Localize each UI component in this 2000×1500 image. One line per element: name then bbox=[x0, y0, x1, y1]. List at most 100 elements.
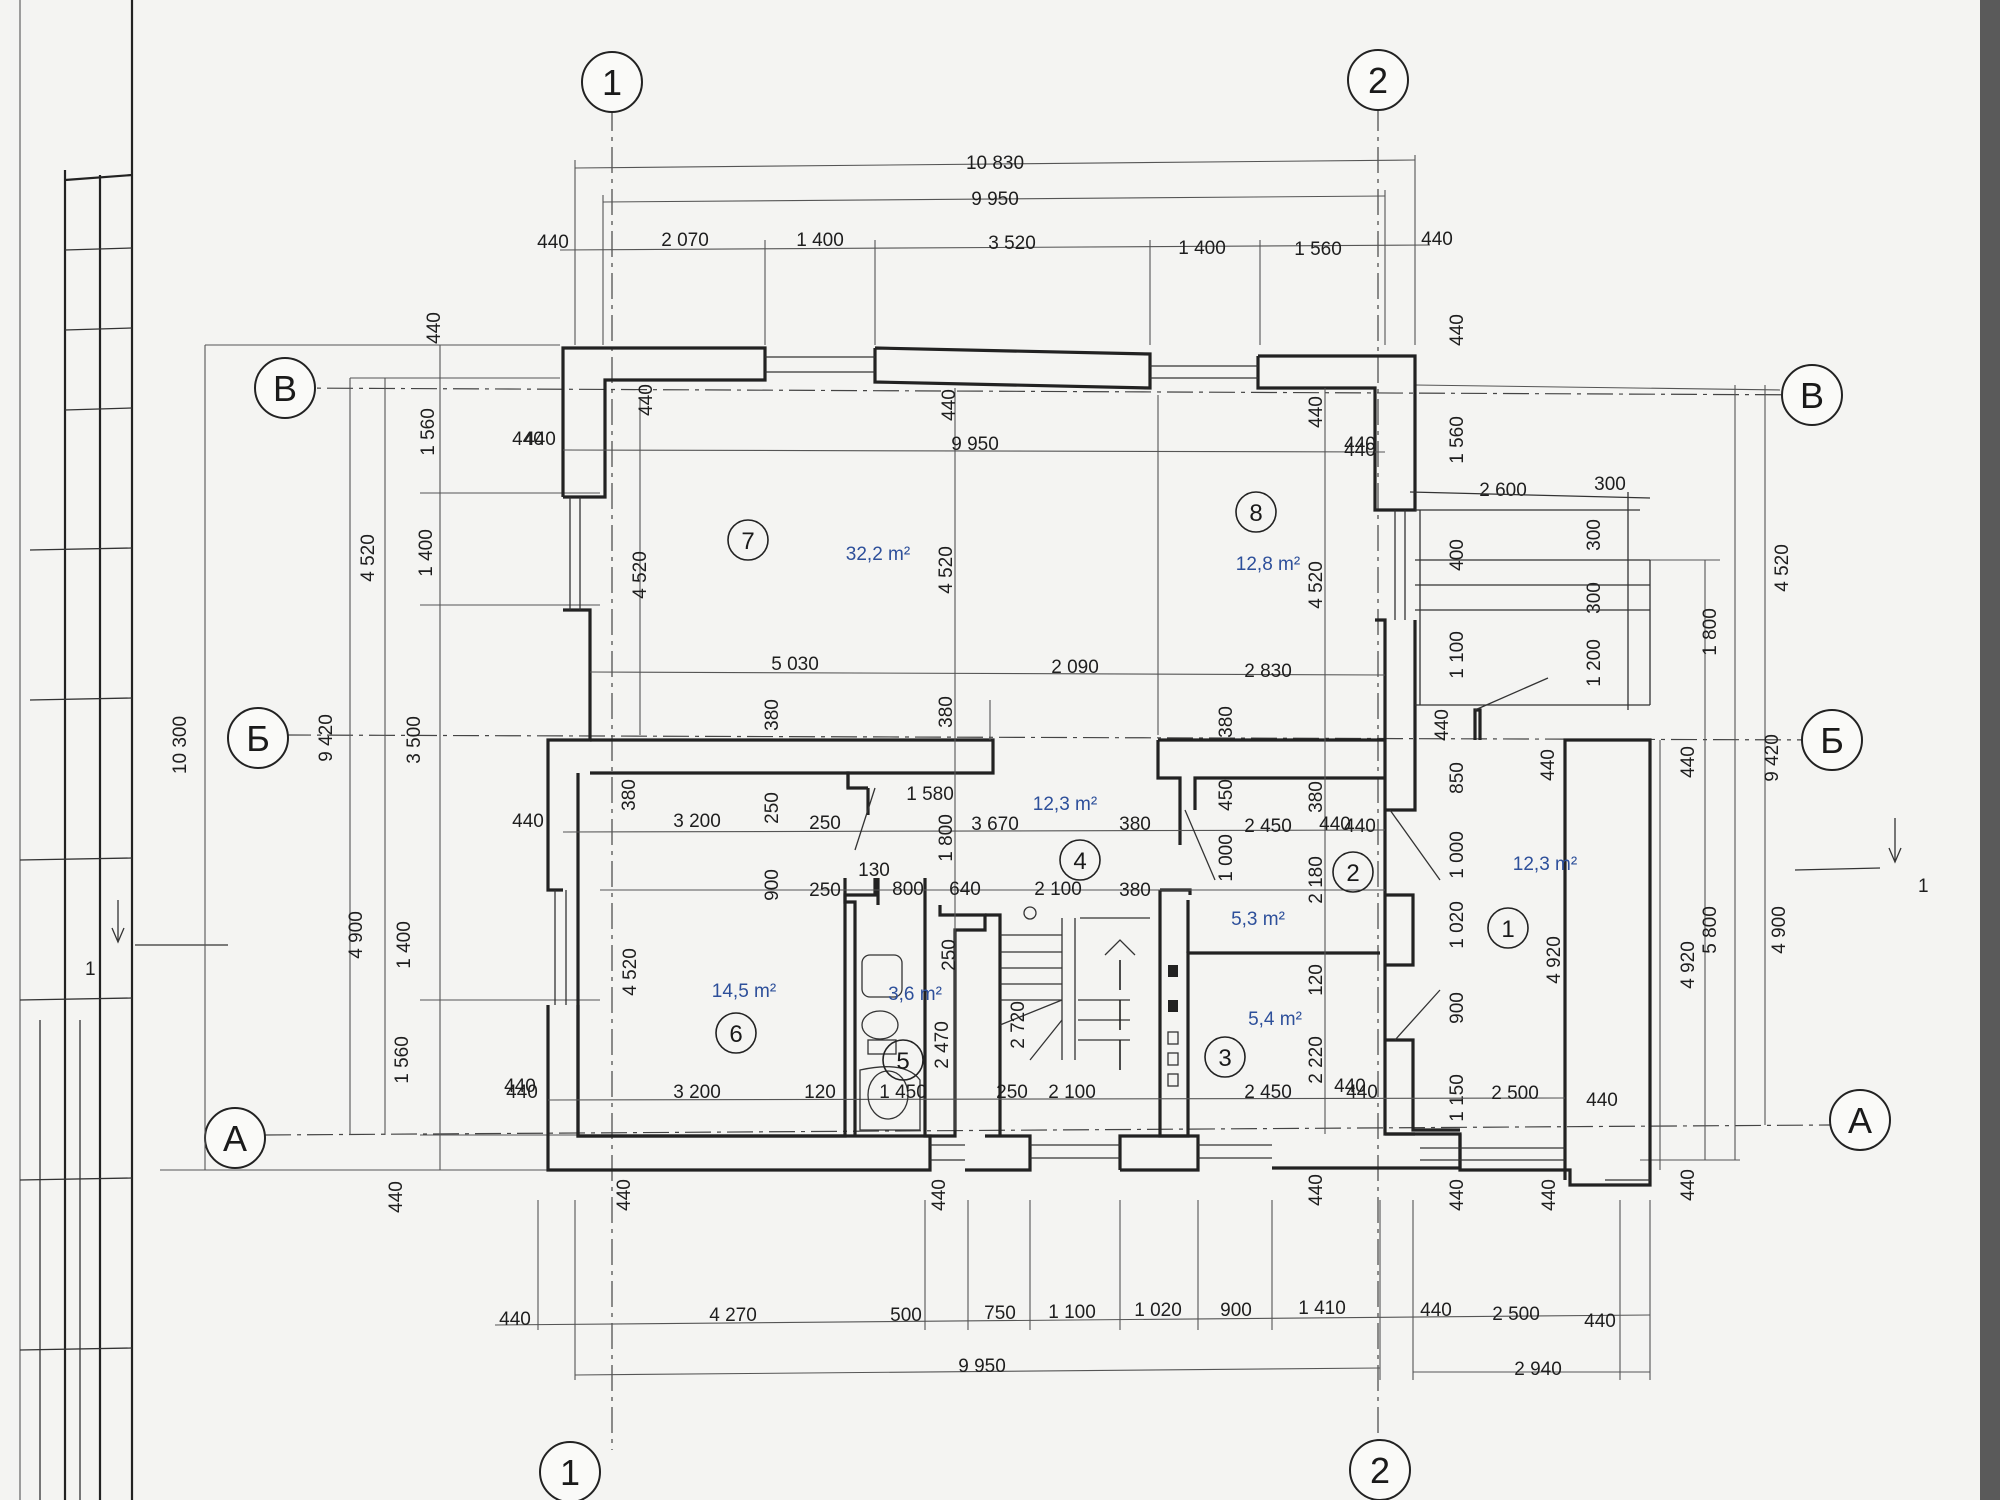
room-label-5: 5 3,6 m² bbox=[882, 984, 942, 1081]
svg-text:440: 440 bbox=[1344, 440, 1376, 461]
svg-text:4 900: 4 900 bbox=[346, 911, 367, 959]
room-label-2: 2 5,3 m² bbox=[1231, 851, 1374, 930]
svg-text:250: 250 bbox=[996, 1082, 1028, 1103]
svg-text:В: В bbox=[273, 368, 297, 409]
section-mark-left: 1 bbox=[85, 900, 228, 980]
svg-text:4 520: 4 520 bbox=[1772, 544, 1793, 592]
svg-text:800: 800 bbox=[892, 879, 924, 900]
svg-text:32,2 m²: 32,2 m² bbox=[846, 544, 910, 565]
interior-dimension-labels: 9 950 440 440 440 440 440 4 520 4 520 4 … bbox=[504, 384, 1618, 1211]
svg-text:440: 440 bbox=[636, 384, 657, 416]
svg-text:А: А bbox=[223, 1118, 247, 1159]
svg-text:8: 8 bbox=[1249, 500, 1262, 527]
svg-text:1: 1 bbox=[1918, 876, 1929, 897]
svg-text:4 520: 4 520 bbox=[936, 546, 957, 594]
svg-text:2 450: 2 450 bbox=[1244, 816, 1292, 837]
svg-text:120: 120 bbox=[1306, 964, 1327, 996]
svg-text:5 800: 5 800 bbox=[1700, 906, 1721, 954]
axis-bubble-B-right: Б bbox=[1801, 709, 1863, 771]
svg-text:450: 450 bbox=[1216, 779, 1237, 811]
room-label-4: 4 12,3 m² bbox=[1033, 794, 1101, 881]
svg-text:2: 2 bbox=[1370, 1450, 1390, 1491]
svg-text:1 560: 1 560 bbox=[392, 1036, 413, 1084]
svg-text:440: 440 bbox=[524, 429, 556, 450]
svg-text:1 560: 1 560 bbox=[1294, 239, 1342, 260]
svg-text:10 830: 10 830 bbox=[966, 153, 1024, 174]
svg-text:440: 440 bbox=[1447, 1179, 1468, 1211]
svg-text:5,4 m²: 5,4 m² bbox=[1248, 1009, 1302, 1030]
svg-text:440: 440 bbox=[1539, 1179, 1560, 1211]
svg-text:1 560: 1 560 bbox=[418, 408, 439, 456]
room-label-6: 6 14,5 m² bbox=[712, 981, 776, 1054]
svg-text:3 200: 3 200 bbox=[673, 1082, 721, 1103]
utility-boxes bbox=[1167, 965, 1179, 1087]
svg-text:4 520: 4 520 bbox=[1306, 561, 1327, 609]
svg-text:2: 2 bbox=[1368, 60, 1388, 101]
section-mark-right: 1 bbox=[1794, 818, 1929, 897]
svg-text:1 800: 1 800 bbox=[1700, 608, 1721, 656]
svg-text:3,6 m²: 3,6 m² bbox=[888, 984, 942, 1005]
svg-text:440: 440 bbox=[1678, 1169, 1699, 1201]
room-label-1: 1 12,3 m² bbox=[1487, 854, 1577, 949]
svg-text:440: 440 bbox=[1319, 814, 1351, 835]
svg-text:4: 4 bbox=[1073, 848, 1086, 875]
svg-text:440: 440 bbox=[939, 389, 960, 421]
svg-text:380: 380 bbox=[1216, 706, 1237, 738]
svg-text:2 830: 2 830 bbox=[1244, 661, 1292, 682]
svg-text:440: 440 bbox=[1306, 1174, 1327, 1206]
title-block bbox=[19, 0, 134, 1500]
svg-text:1: 1 bbox=[602, 62, 622, 103]
axis-bubble-B-left: Б bbox=[227, 707, 289, 769]
room-label-3: 3 5,4 m² bbox=[1204, 1009, 1302, 1078]
svg-text:1: 1 bbox=[85, 959, 96, 980]
sheet-edge bbox=[1980, 0, 2000, 1500]
svg-text:440: 440 bbox=[1538, 749, 1559, 781]
svg-text:1 000: 1 000 bbox=[1216, 834, 1237, 882]
svg-text:14,5 m²: 14,5 m² bbox=[712, 981, 776, 1002]
svg-text:300: 300 bbox=[1584, 519, 1605, 551]
svg-text:1 800: 1 800 bbox=[936, 814, 957, 862]
svg-text:4 520: 4 520 bbox=[630, 551, 651, 599]
svg-text:3 520: 3 520 bbox=[988, 233, 1036, 254]
svg-text:9 420: 9 420 bbox=[316, 714, 337, 762]
axis-line-B bbox=[284, 734, 1831, 741]
svg-text:2 100: 2 100 bbox=[1034, 879, 1082, 900]
svg-text:4 270: 4 270 bbox=[709, 1305, 757, 1326]
svg-text:250: 250 bbox=[809, 813, 841, 834]
axis-line-A bbox=[264, 1124, 1831, 1136]
porch-structure bbox=[1409, 491, 1652, 1187]
svg-text:9 420: 9 420 bbox=[1762, 734, 1783, 782]
svg-text:2 100: 2 100 bbox=[1048, 1082, 1096, 1103]
svg-text:9 950: 9 950 bbox=[971, 189, 1019, 210]
axis-bubble-2-top: 2 bbox=[1347, 49, 1409, 111]
svg-text:2 090: 2 090 bbox=[1051, 657, 1099, 678]
svg-text:380: 380 bbox=[762, 699, 783, 731]
svg-text:750: 750 bbox=[984, 1303, 1016, 1324]
svg-text:440: 440 bbox=[386, 1181, 407, 1213]
svg-text:1 020: 1 020 bbox=[1447, 901, 1468, 949]
svg-text:440: 440 bbox=[1584, 1311, 1616, 1332]
svg-text:640: 640 bbox=[949, 879, 981, 900]
room-label-8: 8 12,8 m² bbox=[1235, 491, 1300, 575]
svg-text:1 400: 1 400 bbox=[1178, 238, 1226, 259]
svg-text:4 900: 4 900 bbox=[1769, 906, 1790, 954]
svg-text:440: 440 bbox=[1447, 314, 1468, 346]
svg-text:3 500: 3 500 bbox=[404, 716, 425, 764]
svg-text:2 220: 2 220 bbox=[1306, 1036, 1327, 1084]
svg-text:Б: Б bbox=[1820, 720, 1844, 761]
svg-text:12,3 m²: 12,3 m² bbox=[1513, 854, 1577, 875]
svg-text:2 070: 2 070 bbox=[661, 230, 709, 251]
svg-text:1 100: 1 100 bbox=[1447, 631, 1468, 679]
svg-text:2 720: 2 720 bbox=[1008, 1001, 1029, 1049]
svg-text:2 470: 2 470 bbox=[932, 1021, 953, 1069]
axis-line-V bbox=[284, 387, 1831, 396]
svg-text:440: 440 bbox=[1421, 229, 1453, 250]
svg-text:440: 440 bbox=[1346, 1082, 1378, 1103]
svg-text:1 100: 1 100 bbox=[1048, 1302, 1096, 1323]
svg-text:380: 380 bbox=[1119, 814, 1151, 835]
svg-text:900: 900 bbox=[762, 869, 783, 901]
axis-bubble-V-right: В bbox=[1781, 364, 1843, 426]
svg-text:1 020: 1 020 bbox=[1134, 1300, 1182, 1321]
interior-dimension-lines bbox=[547, 388, 1566, 1134]
